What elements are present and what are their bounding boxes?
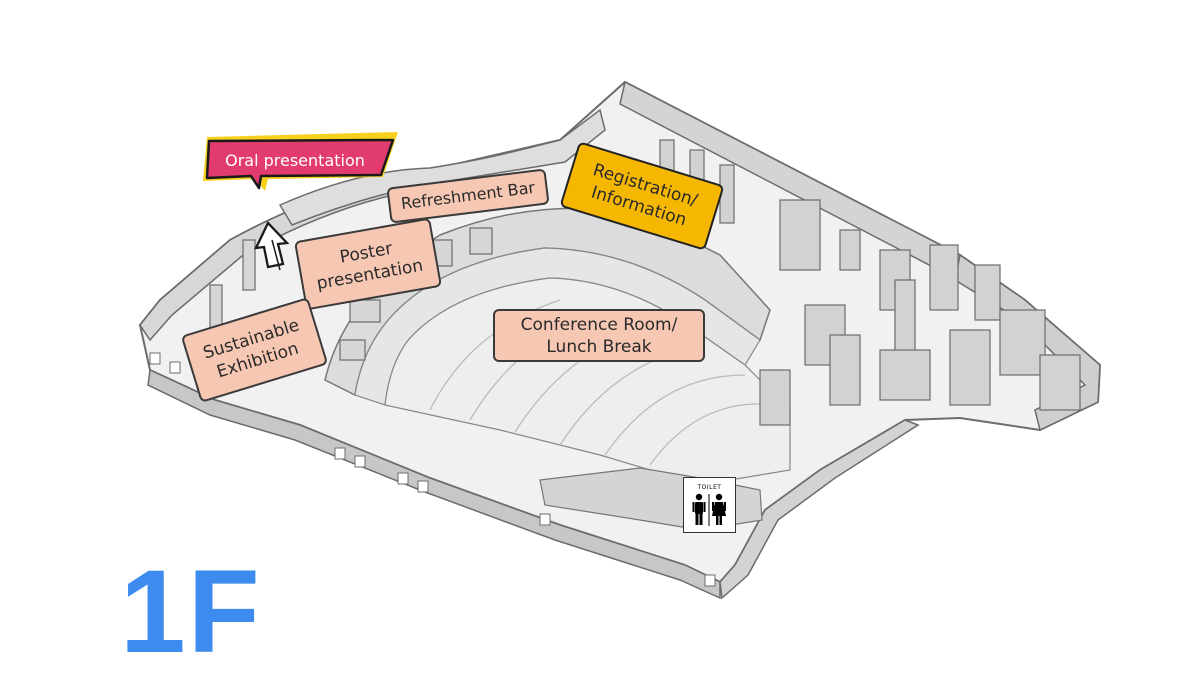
front-windows xyxy=(149,352,716,587)
front-wall xyxy=(147,368,721,600)
oral-presentation-callout: Oral presentation xyxy=(193,127,405,197)
conference-line1: Conference Room/ xyxy=(520,314,678,335)
toilet-sign-text: TOILET xyxy=(697,484,722,491)
conference-room-label: Conference Room/ Lunch Break xyxy=(493,309,705,362)
floor-level-label: 1F xyxy=(120,546,262,675)
entrance-arrow-icon xyxy=(254,220,290,271)
conference-line2: Lunch Break xyxy=(546,336,652,357)
toilet-icon xyxy=(692,493,726,526)
callout-bubble-shape xyxy=(203,132,398,191)
toilet-sign: TOILET xyxy=(683,477,736,533)
oral-presentation-label: Oral presentation xyxy=(225,150,365,170)
south-wall xyxy=(719,419,920,600)
